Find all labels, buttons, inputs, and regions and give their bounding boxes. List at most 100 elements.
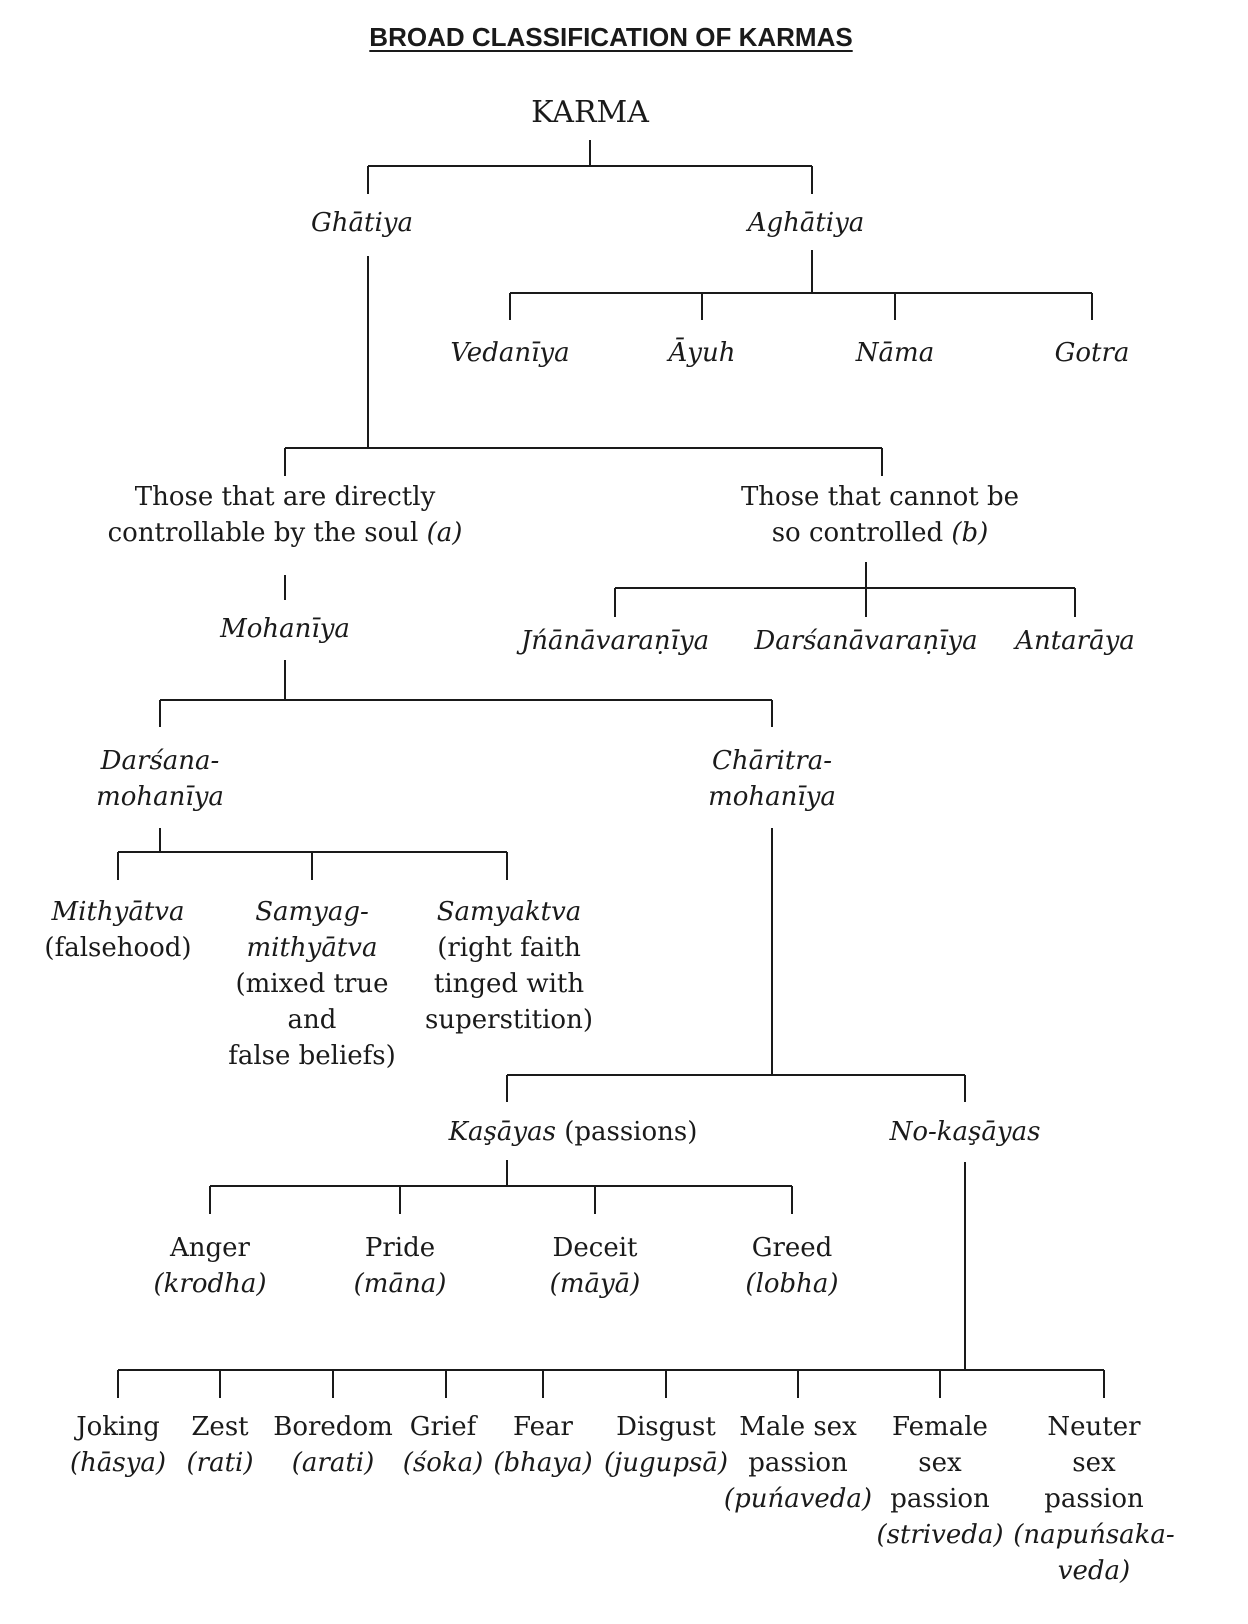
node-samyag-gloss1: (mixed true [235, 969, 389, 999]
node-joking-name: Joking [76, 1412, 160, 1442]
node-female-line2: sex [918, 1448, 962, 1478]
node-pride-name: Pride [364, 1233, 436, 1263]
node-female-line1: Female [892, 1412, 988, 1442]
node-neuter-skt1: (napuńsaka- [1013, 1520, 1175, 1550]
node-mithyatva-gloss: (falsehood) [44, 933, 192, 963]
node-disgust-skt: (jugupsā) [604, 1448, 728, 1478]
node-controllable-line2: controllable by the soul (a) [108, 515, 463, 551]
node-darsanavaraniya: Darśanāvaraṇīya [754, 626, 978, 656]
node-disgust: Disgust (jugupsā) [604, 1409, 728, 1481]
node-jnanavaraniya: Jńānāvaraṇīya [520, 626, 710, 656]
node-samyaktva-gloss3: superstition) [425, 1005, 593, 1035]
node-neuter-line3: passion [1044, 1484, 1144, 1514]
node-pride-skt: (māna) [353, 1269, 447, 1299]
node-joking: Joking (hāsya) [70, 1409, 166, 1481]
node-greed: Greed (lobha) [745, 1230, 838, 1302]
connector-karma [367, 140, 813, 194]
node-mohaniya: Mohanīya [220, 614, 350, 644]
node-fear-skt: (bhaya) [493, 1448, 593, 1478]
node-darsana-line2: mohanīya [96, 782, 224, 812]
node-noncontrollable: Those that cannot be so controlled (b) [741, 479, 1019, 551]
node-greed-name: Greed [751, 1233, 833, 1263]
node-ghatiya: Ghātiya [311, 208, 413, 238]
node-samyag-gloss2: and [287, 1005, 337, 1035]
node-nama: Nāma [855, 338, 935, 368]
node-grief-skt: (śoka) [402, 1448, 484, 1478]
node-neuter-skt2: veda) [1057, 1556, 1131, 1586]
node-samyaktva-gloss2: tinged with [433, 969, 585, 999]
node-charitra-mohaniya: Chāritra- mohanīya [708, 743, 836, 815]
node-deceit-skt: (māyā) [549, 1269, 641, 1299]
node-antaraya: Antarāya [1015, 626, 1135, 656]
node-samyaktva-gloss1: (right faith [437, 933, 581, 963]
node-samyag-mithyatva: Samyag- mithyātva (mixed true and false … [228, 894, 396, 1074]
node-joking-skt: (hāsya) [69, 1448, 167, 1478]
node-ayuh: Āyuh [668, 338, 736, 368]
node-controllable: Those that are directly controllable by … [108, 479, 463, 551]
node-anger-name: Anger [170, 1233, 250, 1263]
node-pride: Pride (māna) [354, 1230, 447, 1302]
node-charitra-line1: Chāritra- [711, 746, 833, 776]
node-female-skt: (striveda) [876, 1520, 1004, 1550]
node-anger-skt: (krodha) [153, 1269, 267, 1299]
node-samyag-line2: mithyātva [246, 933, 378, 963]
node-karma: KARMA [531, 95, 649, 130]
connector-mohaniya [159, 660, 773, 727]
node-female-line3: passion [890, 1484, 990, 1514]
node-fear: Fear (bhaya) [493, 1409, 592, 1481]
node-deceit: Deceit (māyā) [550, 1230, 641, 1302]
node-female-sex-passion: Female sex passion (striveda) [876, 1409, 1003, 1553]
connector-kasayas [209, 1160, 793, 1214]
node-samyag-line1: Samyag- [255, 897, 369, 927]
node-zest: Zest (rati) [187, 1409, 254, 1481]
node-grief-name: Grief [409, 1412, 477, 1442]
connector-darsana [117, 828, 508, 880]
node-samyaktva: Samyaktva (right faith tinged with super… [425, 894, 593, 1038]
node-boredom-skt: (arati) [291, 1448, 375, 1478]
node-controllable-text: controllable by the soul [107, 518, 419, 548]
node-anger: Anger (krodha) [153, 1230, 266, 1302]
node-male-line2: passion [748, 1448, 848, 1478]
node-controllable-line1: Those that are directly [134, 482, 436, 512]
node-noncontrol-line1: Those that cannot be [740, 482, 1020, 512]
node-charitra-line2: mohanīya [708, 782, 836, 812]
node-fear-name: Fear [513, 1412, 573, 1442]
node-no-kasayas: No-kaşāyas [889, 1117, 1041, 1147]
connector-aghatiya [509, 250, 1093, 320]
node-aghatiya: Aghātiya [747, 208, 865, 238]
node-grief: Grief (śoka) [403, 1409, 484, 1481]
node-kasayas-gloss: (passions) [564, 1117, 698, 1147]
node-male-sex-passion: Male sex passion (puńaveda) [724, 1409, 872, 1517]
connector-noncontrol [614, 562, 1076, 617]
connector-charitra [506, 828, 966, 1102]
node-kasayas: Kaşāyas (passions) [449, 1114, 698, 1150]
node-boredom: Boredom (arati) [273, 1409, 393, 1481]
node-mithyatva: Mithyātva (falsehood) [44, 894, 191, 966]
node-samyaktva-name: Samyaktva [436, 897, 582, 927]
node-zest-skt: (rati) [186, 1448, 254, 1478]
node-disgust-name: Disgust [616, 1412, 716, 1442]
node-greed-skt: (lobha) [745, 1269, 839, 1299]
node-male-skt: (puńaveda) [723, 1484, 873, 1514]
node-noncontrol-line2: so controlled (b) [741, 515, 1019, 551]
node-kasayas-name: Kaşāyas [448, 1117, 556, 1147]
node-zest-name: Zest [191, 1412, 249, 1442]
node-neuter-line1: Neuter [1047, 1412, 1141, 1442]
node-controllable-tag: (a) [426, 518, 463, 548]
connector-nokasayas [117, 1162, 1105, 1398]
diagram-title: BROAD CLASSIFICATION OF KARMAS [369, 22, 853, 52]
node-boredom-name: Boredom [273, 1412, 393, 1442]
node-samyag-gloss3: false beliefs) [228, 1041, 396, 1071]
node-darsana-line1: Darśana- [100, 746, 220, 776]
node-darsana-mohaniya: Darśana- mohanīya [96, 743, 224, 815]
node-mithyatva-name: Mithyātva [51, 897, 185, 927]
node-gotra: Gotra [1054, 338, 1130, 368]
node-neuter-sex-passion: Neuter sex passion (napuńsaka- veda) [1013, 1409, 1174, 1589]
node-neuter-line2: sex [1072, 1448, 1116, 1478]
node-vedaniya: Vedanīya [450, 338, 570, 368]
node-noncontrol-text: so controlled [771, 518, 944, 548]
node-male-line1: Male sex [739, 1412, 857, 1442]
node-deceit-name: Deceit [552, 1233, 638, 1263]
